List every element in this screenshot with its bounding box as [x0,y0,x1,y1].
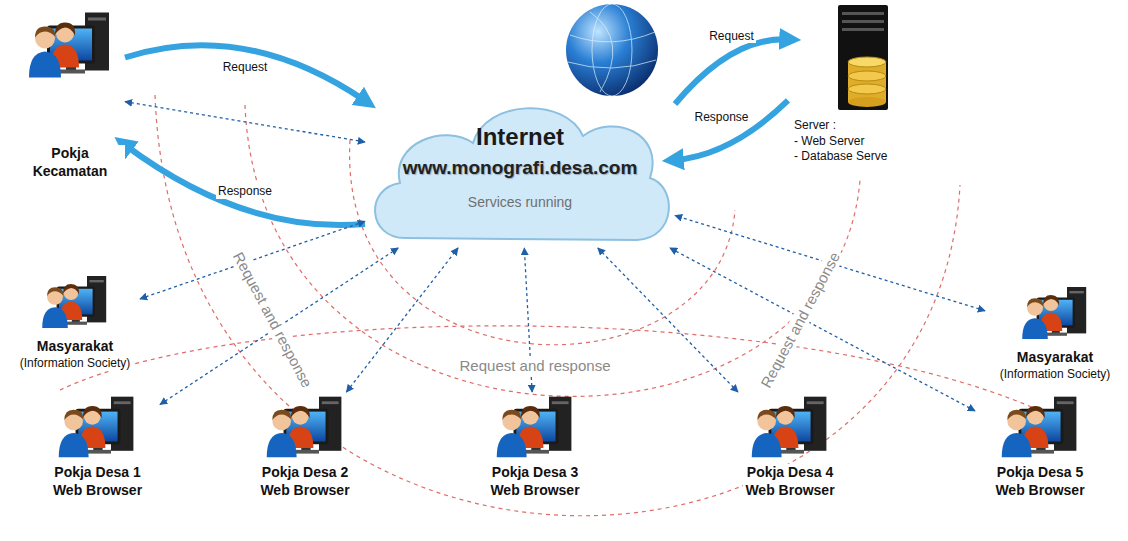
node-title: Pokja Desa 4 [745,464,835,482]
edge-label: Request [707,29,756,43]
node-subtitle: Web Browser [743,482,836,500]
user-icon [267,397,342,458]
user-node: Pokja Kecamatan [15,5,125,180]
user-icon [59,397,134,458]
node-subtitle: - Web Server [788,134,866,150]
server-node: Server :- Web Server- Database Serve [788,4,968,165]
node-subtitle: (Information Society) [18,356,133,371]
server-slot [842,28,884,31]
request-arrow [675,39,788,104]
request-arrow [125,145,365,225]
database-disk [848,97,886,107]
user-icon [29,13,109,78]
node-subtitle: - Database Serve [788,149,889,165]
database-disk [848,71,886,81]
node-title: Pokja Desa 2 [260,464,350,482]
user-node: Pokja Desa 2Web Browser [240,392,370,499]
node-title: Pokja Desa 3 [490,464,580,482]
node-title: Server : [788,118,838,134]
globe [566,4,658,96]
decor-arcs [60,95,1060,516]
society-node: Masyarakat(Information Society) [985,283,1125,382]
node-subtitle: www.monografi.desa.com [401,156,640,180]
node-subtitle: Web Browser [51,482,144,500]
server-slot [842,12,884,15]
user-node: Pokja Desa 4Web Browser [725,392,855,499]
edge-label: Response [692,110,750,124]
connection-line [125,102,365,142]
node-subtitle: (Information Society) [998,367,1113,382]
server-tower [838,5,888,110]
node-title: Internet [474,122,566,152]
flow-note: Request and response [457,357,614,375]
node-subtitle: Web Browser [488,482,581,500]
globe-ball [566,4,658,96]
latitude [568,12,656,92]
server-icon [838,5,888,110]
node-title: Pokja Kecamatan [15,145,125,180]
cloud-outline [375,108,669,240]
user-icon [1002,397,1077,458]
user-icon [497,397,572,458]
server-slot [842,20,884,23]
request-arrow [675,100,788,160]
user-node: Pokja Desa 3Web Browser [470,392,600,499]
user-node: Pokja Desa 5Web Browser [975,392,1105,499]
node-title: Pokja Desa 5 [995,464,1085,482]
node-subtitle: Services running [466,194,574,212]
node-subtitle: Web Browser [993,482,1086,500]
user-icon [1022,287,1086,339]
edge-label: Response [216,184,274,198]
dashed-arc [155,95,960,516]
database-body [848,62,886,102]
request-arrow [125,45,365,101]
edge-label: Request [221,60,270,74]
node-title: Masyarakat [35,338,115,356]
flow-note: Request and response [227,246,317,393]
dashed-arc [245,105,860,396]
meridian [592,4,632,96]
database-disk [848,57,886,67]
internet-cloud: Internet www.monografi.desa.comServices r… [365,88,675,248]
node-subtitle: Web Browser [258,482,351,500]
connection-line [598,248,738,392]
user-icon [42,276,106,328]
connection-line [346,248,458,392]
node-title: Masyarakat [1015,349,1095,367]
flow-note: Request and response [755,246,845,393]
society-node: Masyarakat(Information Society) [10,272,140,371]
globe-lines [568,4,656,96]
database-disk [848,84,886,94]
user-icon [752,397,827,458]
node-title: Pokja Desa 1 [52,464,142,482]
user-node: Pokja Desa 1Web Browser [35,392,160,499]
